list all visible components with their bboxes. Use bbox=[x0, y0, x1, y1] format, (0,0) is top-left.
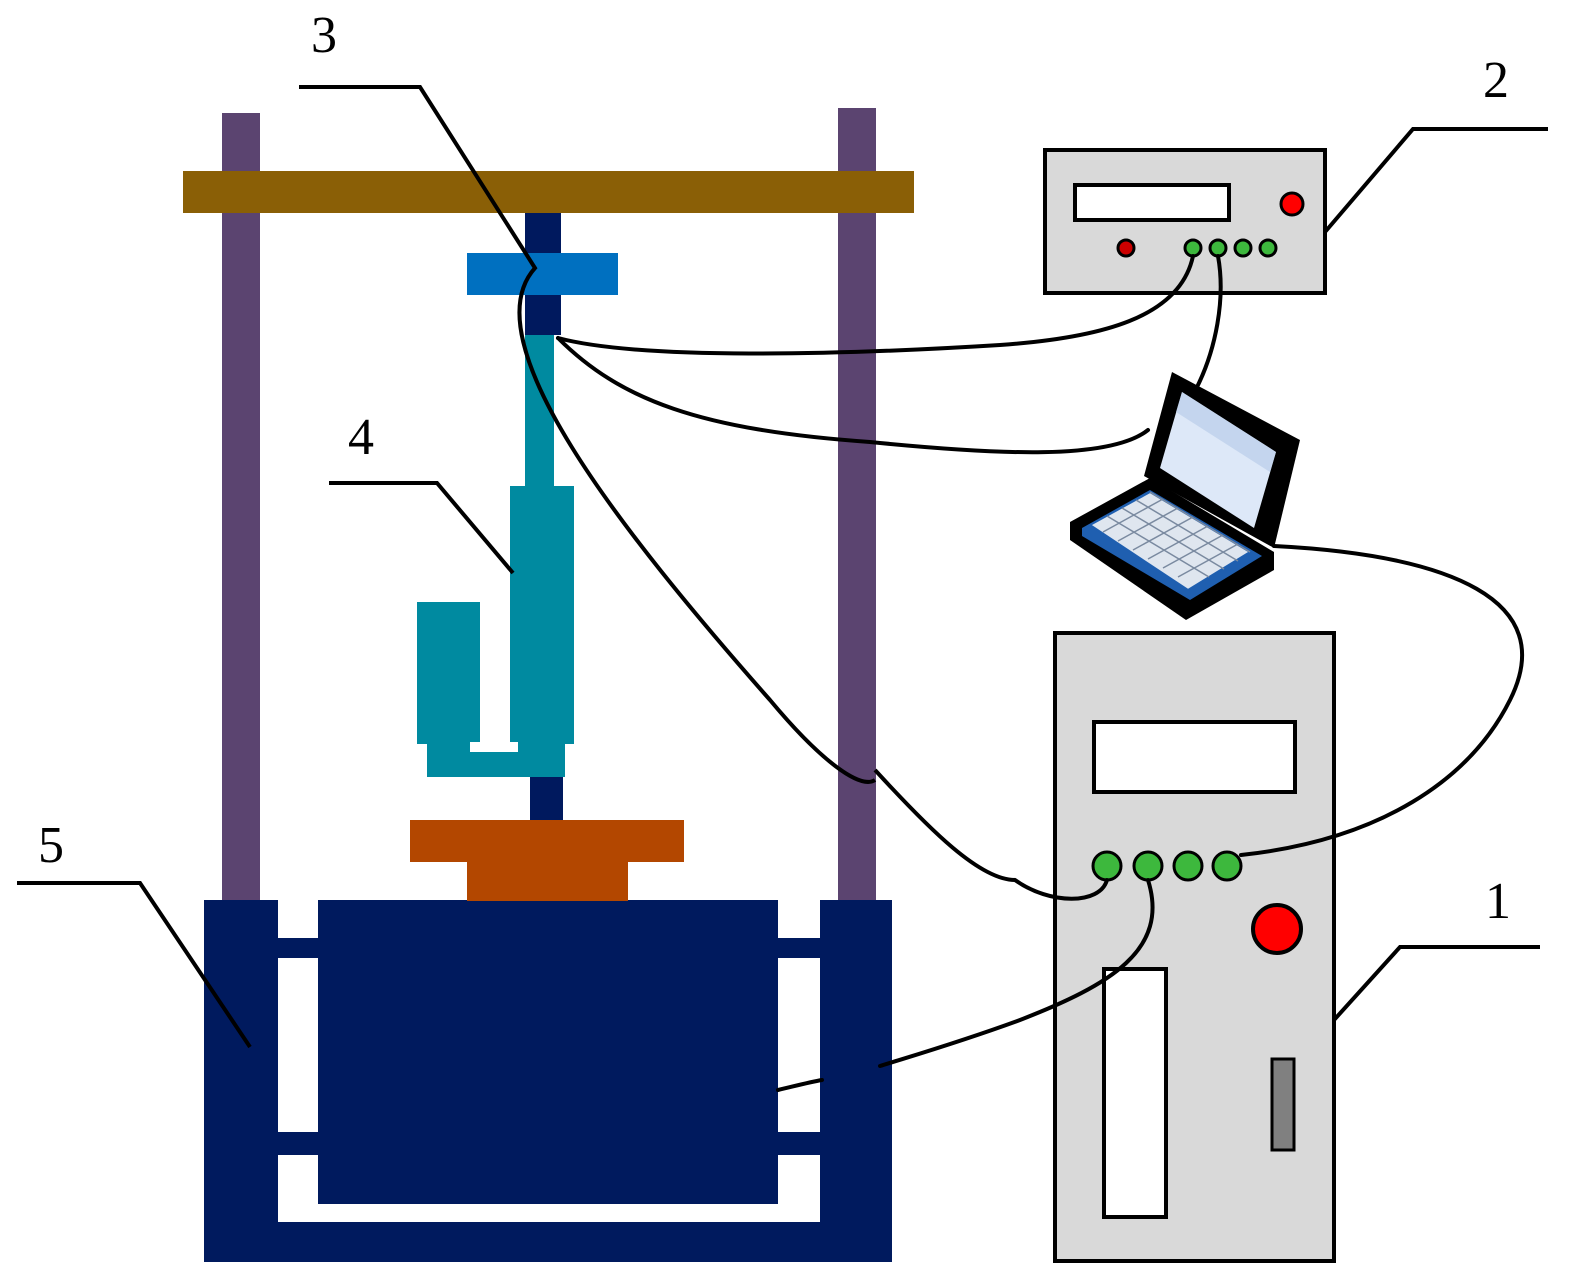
signal-box-display bbox=[1073, 183, 1231, 222]
base-slot-right-top bbox=[778, 900, 820, 938]
signal-box bbox=[1043, 148, 1327, 295]
signal-box-port-1[interactable] bbox=[1183, 238, 1203, 258]
actuator-link-gap bbox=[470, 742, 518, 752]
base-bottom-slot bbox=[278, 1204, 820, 1222]
laptop-screen-shade bbox=[1176, 392, 1276, 472]
platen-top bbox=[410, 820, 684, 862]
laptop-keys bbox=[1102, 491, 1251, 578]
cable-sensor-to-signal-box bbox=[556, 254, 1195, 356]
label-3: 3 bbox=[311, 7, 337, 64]
label-2: 2 bbox=[1483, 52, 1509, 109]
sensor-block bbox=[467, 253, 618, 295]
laptop[interactable] bbox=[1070, 372, 1300, 620]
cable-controller-port-1 bbox=[1013, 878, 1109, 901]
cables bbox=[556, 254, 1524, 1092]
controller-display bbox=[1092, 720, 1297, 794]
leader-3-lower bbox=[873, 768, 1016, 882]
label-1: 1 bbox=[1485, 873, 1511, 930]
left-column bbox=[222, 113, 260, 903]
controller-port-1[interactable] bbox=[1091, 850, 1123, 882]
controller-drive-bay bbox=[1102, 967, 1168, 1219]
base-window-right bbox=[778, 958, 820, 1132]
base-frame bbox=[204, 900, 892, 1262]
leader-5 bbox=[17, 881, 252, 1049]
controller-unit bbox=[1053, 631, 1336, 1263]
load-train bbox=[410, 213, 684, 901]
crossbeam bbox=[183, 171, 914, 213]
base-window-left bbox=[278, 958, 318, 1132]
controller-slot bbox=[1270, 1057, 1296, 1152]
controller-port-2[interactable] bbox=[1132, 850, 1164, 882]
cable-base-stub bbox=[776, 1078, 824, 1092]
cable-controller-to-base bbox=[878, 878, 1155, 1068]
loading-frame bbox=[183, 108, 914, 903]
leader-1 bbox=[1332, 945, 1540, 1022]
signal-box-port-2[interactable] bbox=[1208, 238, 1228, 258]
controller-power-button[interactable] bbox=[1251, 903, 1303, 955]
base-slot-left-top bbox=[278, 900, 318, 938]
callouts bbox=[17, 85, 1548, 1049]
cable-signal-box-to-laptop bbox=[1196, 254, 1223, 387]
leader-4 bbox=[329, 481, 515, 575]
platen-neck bbox=[467, 861, 628, 901]
controller-port-3[interactable] bbox=[1172, 850, 1204, 882]
label-5: 5 bbox=[38, 817, 64, 874]
signal-box-port-3[interactable] bbox=[1233, 238, 1253, 258]
label-4: 4 bbox=[348, 409, 374, 466]
signal-box-indicator bbox=[1116, 238, 1136, 258]
base-frame-body bbox=[204, 900, 892, 1262]
cable-laptop-to-controller bbox=[1239, 544, 1524, 857]
leader-2 bbox=[1323, 127, 1548, 234]
leader-3 bbox=[299, 85, 877, 784]
actuator-cylinder bbox=[510, 486, 574, 744]
actuator-motor bbox=[417, 602, 480, 744]
controller-port-4[interactable] bbox=[1211, 850, 1243, 882]
cable-sensor-to-laptop bbox=[556, 336, 1150, 455]
laptop-screen bbox=[1160, 392, 1276, 528]
signal-box-port-4[interactable] bbox=[1258, 238, 1278, 258]
signal-box-power-button[interactable] bbox=[1279, 191, 1305, 217]
lower-rod bbox=[530, 777, 563, 821]
